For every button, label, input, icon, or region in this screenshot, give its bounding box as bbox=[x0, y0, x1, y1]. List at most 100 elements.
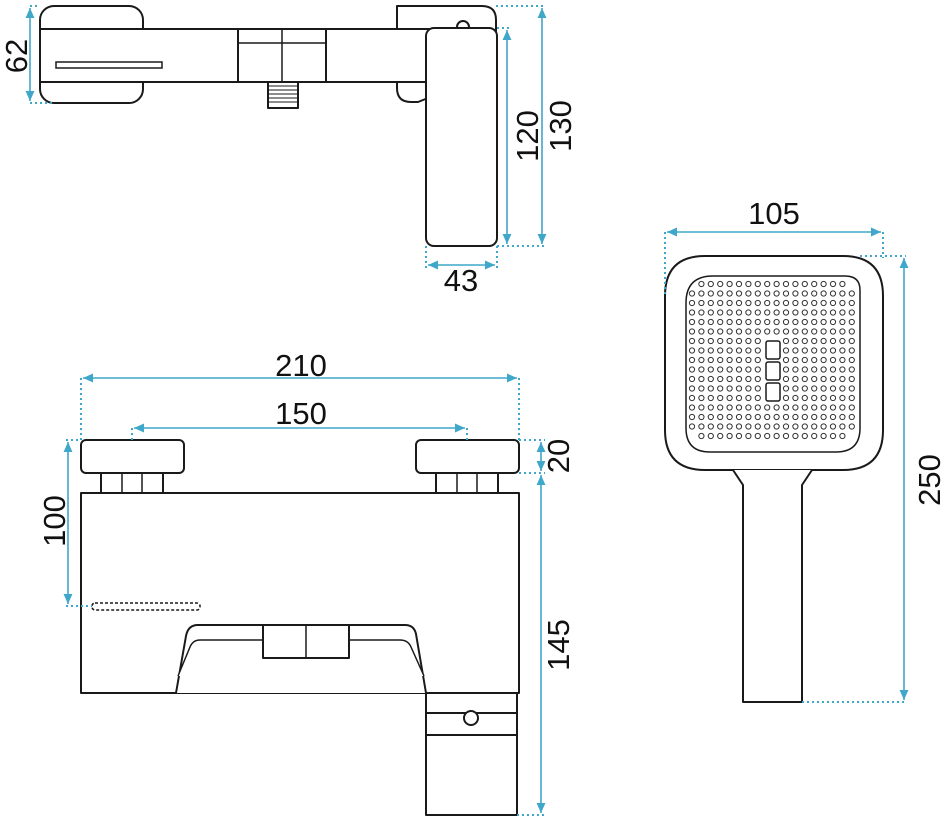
shower-nozzle bbox=[735, 309, 743, 316]
shower-nozzle bbox=[698, 366, 705, 373]
shower-nozzle bbox=[839, 432, 846, 440]
shower-nozzle bbox=[745, 347, 752, 354]
shower-nozzle bbox=[745, 394, 752, 402]
shower-nozzle bbox=[782, 375, 790, 383]
shower-nozzle bbox=[782, 432, 790, 440]
shower-nozzle bbox=[754, 394, 761, 402]
shower-nozzle bbox=[848, 394, 855, 402]
shower-nozzle bbox=[717, 385, 724, 392]
shower-nozzle bbox=[726, 337, 733, 345]
shower-nozzle bbox=[707, 366, 714, 373]
shower-nozzle bbox=[698, 413, 705, 421]
shower-center-slots bbox=[765, 340, 781, 402]
shower-nozzle bbox=[717, 318, 724, 326]
shower-nozzle bbox=[829, 366, 837, 373]
dim-label-100: 100 bbox=[37, 495, 72, 547]
shower-nozzle bbox=[717, 299, 724, 307]
shower-nozzle bbox=[764, 423, 771, 430]
shower-nozzle bbox=[735, 423, 743, 430]
shower-nozzle bbox=[717, 290, 724, 297]
shower-nozzle bbox=[839, 347, 846, 354]
shower-nozzle bbox=[726, 394, 733, 402]
shower-nozzle bbox=[688, 413, 696, 421]
shower-nozzle bbox=[698, 432, 705, 440]
shower-nozzle bbox=[707, 337, 714, 345]
shower-nozzle bbox=[764, 404, 771, 411]
shower-nozzle bbox=[811, 337, 818, 345]
shower-nozzle bbox=[829, 347, 837, 354]
shower-nozzle bbox=[782, 309, 790, 316]
shower-nozzle bbox=[754, 356, 761, 364]
shower-nozzle bbox=[717, 347, 724, 354]
shower-nozzle bbox=[839, 375, 846, 383]
shower-nozzle bbox=[717, 432, 724, 440]
shower-nozzle bbox=[688, 337, 696, 345]
shower-nozzle-grid bbox=[688, 280, 855, 440]
shower-head-view: 105 250 bbox=[664, 196, 945, 703]
shower-nozzle bbox=[764, 318, 771, 326]
shower-nozzle bbox=[726, 432, 733, 440]
shower-nozzle bbox=[745, 318, 752, 326]
shower-nozzle bbox=[754, 385, 761, 392]
dim-label-120: 120 bbox=[510, 110, 545, 162]
shower-nozzle bbox=[726, 366, 733, 373]
shower-nozzle bbox=[782, 299, 790, 307]
shower-nozzle bbox=[717, 337, 724, 345]
shower-nozzle bbox=[829, 423, 837, 430]
shower-nozzle bbox=[745, 309, 752, 316]
shower-nozzle bbox=[829, 290, 837, 297]
shower-handle bbox=[732, 469, 813, 703]
shower-nozzle bbox=[820, 290, 827, 297]
shower-nozzle bbox=[726, 318, 733, 326]
shower-nozzle bbox=[820, 394, 827, 402]
shower-nozzle bbox=[811, 423, 818, 430]
shower-nozzle bbox=[829, 404, 837, 411]
shower-nozzle bbox=[707, 318, 714, 326]
shower-nozzle bbox=[811, 432, 818, 440]
shower-nozzle bbox=[848, 356, 855, 364]
shower-nozzle bbox=[735, 404, 743, 411]
shower-nozzle bbox=[811, 413, 818, 421]
shower-nozzle bbox=[745, 290, 752, 297]
shower-nozzle bbox=[688, 385, 696, 392]
shower-nozzle bbox=[839, 280, 846, 288]
front-waterfall-slot bbox=[91, 602, 201, 611]
shower-nozzle bbox=[745, 356, 752, 364]
shower-nozzle bbox=[811, 394, 818, 402]
shower-nozzle bbox=[726, 385, 733, 392]
top-thread-lines bbox=[268, 85, 298, 103]
shower-nozzle bbox=[688, 328, 696, 335]
shower-nozzle bbox=[717, 413, 724, 421]
shower-nozzle bbox=[820, 366, 827, 373]
shower-nozzle bbox=[801, 337, 808, 345]
shower-nozzle bbox=[811, 309, 818, 316]
shower-nozzle bbox=[782, 394, 790, 402]
shower-nozzle bbox=[839, 385, 846, 392]
shower-nozzle bbox=[726, 290, 733, 297]
shower-nozzle bbox=[688, 309, 696, 316]
shower-nozzle bbox=[745, 432, 752, 440]
shower-nozzle bbox=[811, 385, 818, 392]
shower-nozzle bbox=[792, 404, 799, 411]
shower-nozzle bbox=[801, 404, 808, 411]
shower-nozzle bbox=[801, 356, 808, 364]
shower-nozzle bbox=[726, 309, 733, 316]
front-handle-indicator bbox=[463, 710, 479, 726]
shower-nozzle bbox=[726, 404, 733, 411]
shower-nozzle bbox=[688, 404, 696, 411]
shower-nozzle bbox=[698, 423, 705, 430]
shower-nozzle bbox=[698, 356, 705, 364]
shower-nozzle bbox=[764, 280, 771, 288]
shower-nozzle bbox=[811, 366, 818, 373]
shower-nozzle bbox=[829, 375, 837, 383]
shower-nozzle bbox=[801, 290, 808, 297]
shower-nozzle bbox=[801, 328, 808, 335]
shower-nozzle bbox=[745, 404, 752, 411]
shower-nozzle bbox=[764, 309, 771, 316]
shower-nozzle bbox=[698, 394, 705, 402]
shower-nozzle bbox=[764, 290, 771, 297]
shower-nozzle bbox=[735, 328, 743, 335]
shower-nozzle bbox=[801, 432, 808, 440]
shower-nozzle bbox=[782, 385, 790, 392]
